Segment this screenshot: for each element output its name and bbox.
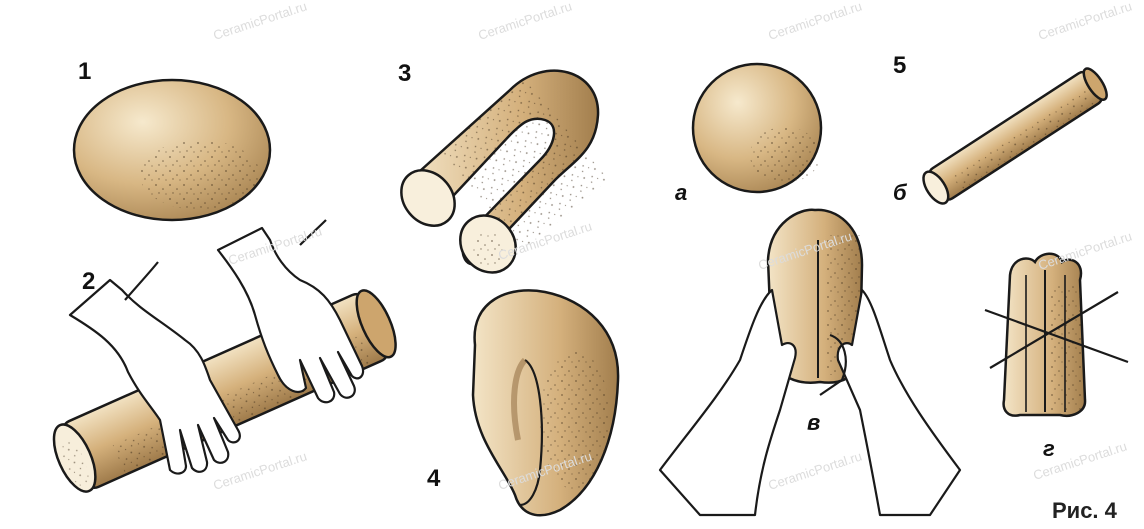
- watermark-11: CeramicPortal.ru: [766, 448, 863, 492]
- label-step-3: 3: [398, 60, 411, 88]
- watermark-4: CeramicPortal.ru: [1036, 0, 1133, 43]
- label-step-5: 5: [893, 52, 906, 80]
- clay-lump-oval: [74, 80, 270, 220]
- label-sub-b: б: [893, 180, 907, 206]
- clay-bent-u: [473, 290, 618, 515]
- clay-wrong-result: [985, 254, 1128, 416]
- label-step-2: 2: [82, 268, 95, 296]
- watermark-1: CeramicPortal.ru: [211, 0, 308, 43]
- watermark-8: CeramicPortal.ru: [1036, 228, 1133, 272]
- clay-rod-rolling: [45, 220, 403, 497]
- watermark-2: CeramicPortal.ru: [476, 0, 573, 43]
- clay-ball: [693, 64, 821, 192]
- label-sub-v: в: [807, 410, 820, 436]
- label-sub-g: г: [1043, 436, 1055, 462]
- clay-thin-rod: [919, 65, 1111, 207]
- watermarks: CeramicPortal.ru CeramicPortal.ru Cerami…: [211, 0, 1133, 493]
- figure-caption: Рис. 4: [1052, 498, 1117, 524]
- watermark-3: CeramicPortal.ru: [766, 0, 863, 43]
- label-sub-a: а: [675, 180, 687, 206]
- label-step-4: 4: [427, 465, 440, 493]
- label-step-1: 1: [78, 58, 91, 86]
